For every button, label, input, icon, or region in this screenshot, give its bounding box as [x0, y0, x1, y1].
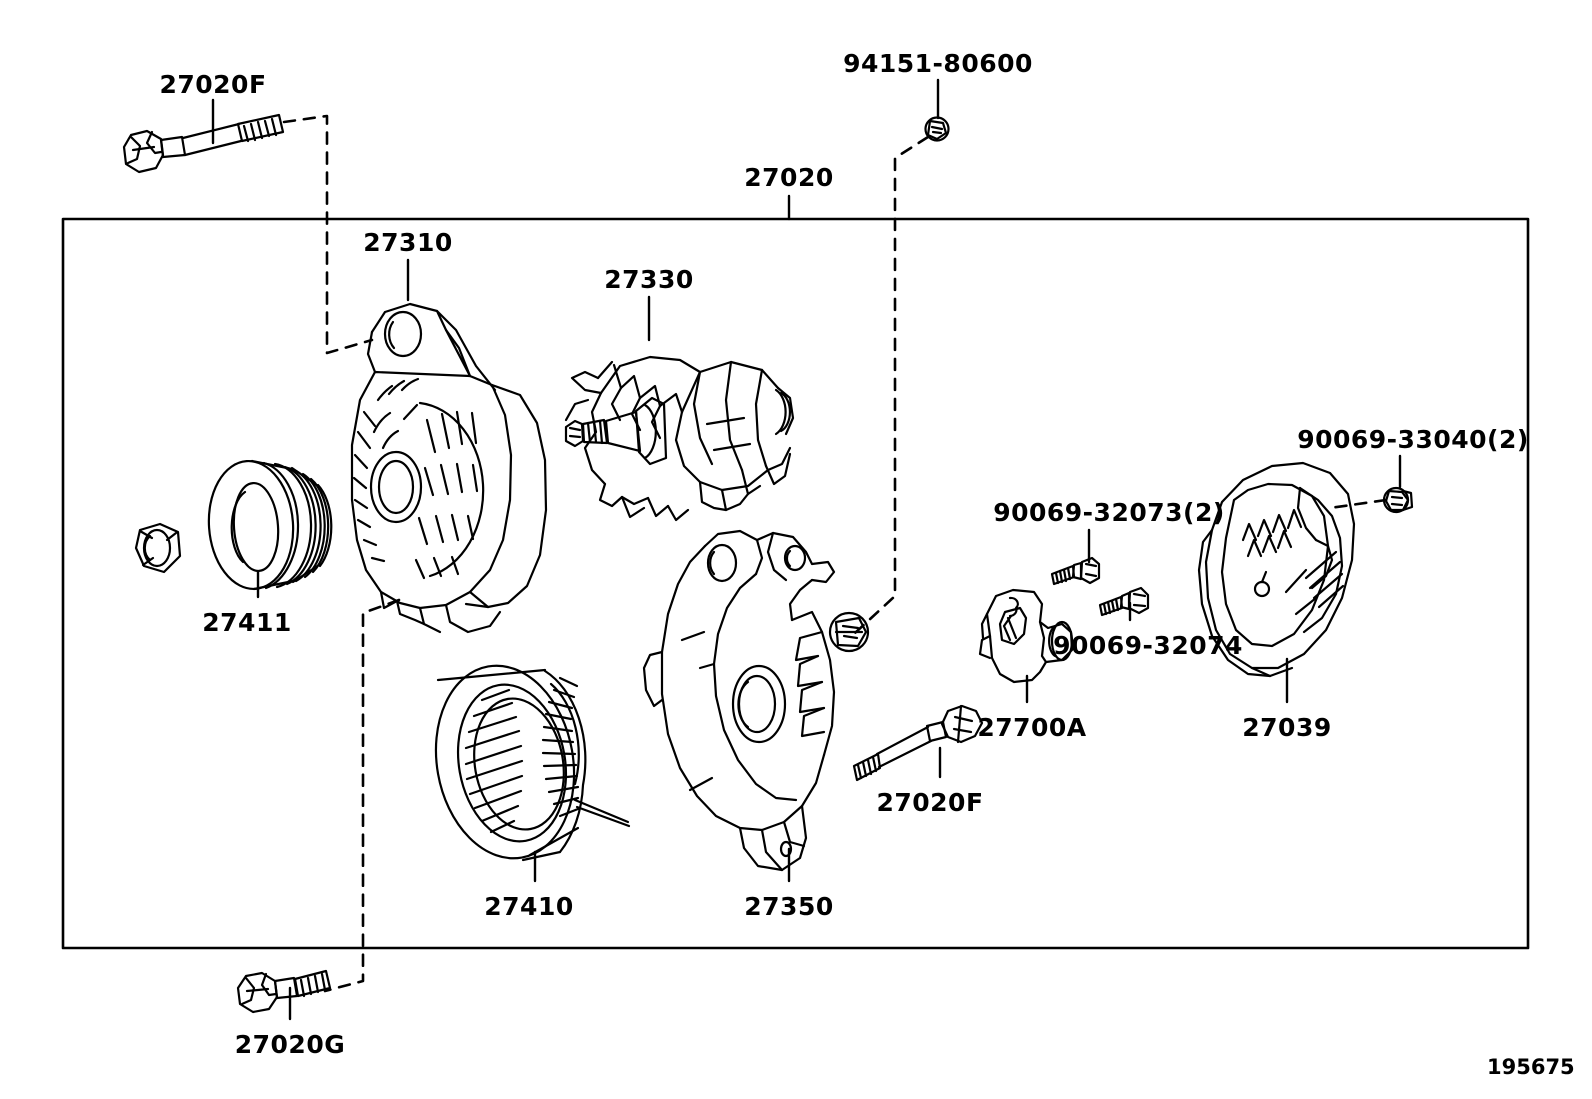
label-94151-80600: 94151-80600 — [843, 49, 1033, 78]
screw-90069-32074 — [1098, 586, 1150, 617]
nut-94151-80600 — [924, 116, 950, 142]
housing-27310 — [350, 302, 548, 634]
housing-27350 — [642, 529, 870, 872]
label-27020f-mid: 27020F — [876, 788, 984, 817]
pulley-nut — [134, 522, 182, 574]
stator-27410 — [434, 664, 631, 862]
cover-27039 — [1197, 461, 1356, 678]
leader-lines — [211, 78, 1402, 1021]
label-90069-32073: 90069-32073(2) — [993, 498, 1225, 527]
group-box — [61, 217, 1530, 950]
label-27330: 27330 — [604, 265, 694, 294]
diagram-id: 195675 — [1487, 1055, 1575, 1079]
assembly-dashed-paths — [282, 114, 1388, 993]
bolt-27020f-mid — [852, 704, 984, 782]
label-90069-32074: 90069-32074 — [1053, 631, 1243, 660]
label-27700a: 27700A — [977, 713, 1087, 742]
label-27350: 27350 — [744, 892, 834, 921]
label-27020g: 27020G — [234, 1030, 346, 1059]
label-27020-group: 27020 — [744, 163, 834, 192]
label-27020f-top: 27020F — [159, 70, 267, 99]
screw-90069-32073 — [1050, 556, 1101, 586]
label-27310: 27310 — [363, 228, 453, 257]
label-27039: 27039 — [1242, 713, 1332, 742]
rotor-27330 — [564, 355, 795, 522]
bolt-27020f-top — [122, 113, 285, 174]
label-90069-33040: 90069-33040(2) — [1297, 425, 1529, 454]
label-27411: 27411 — [202, 608, 292, 637]
regulator-27700a — [978, 588, 1074, 684]
label-27410: 27410 — [484, 892, 574, 921]
bolt-27020g — [236, 969, 332, 1014]
nut-90069-33040 — [1382, 486, 1414, 514]
pulley-27411 — [207, 459, 333, 591]
